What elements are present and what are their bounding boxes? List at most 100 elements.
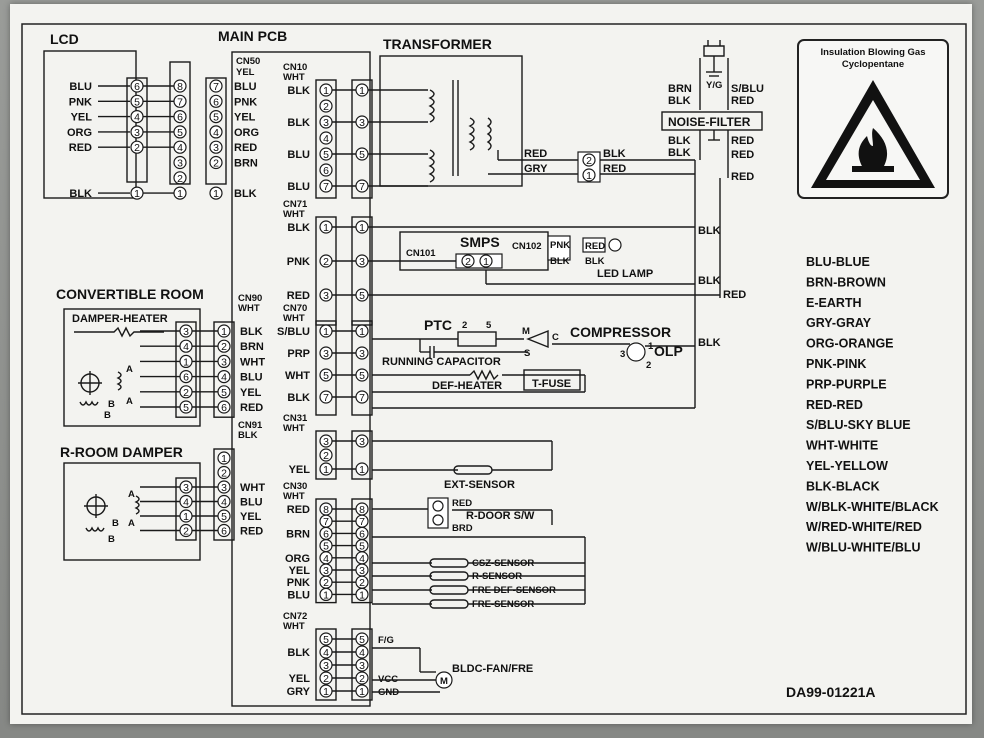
legend-item: GRY-GRAY <box>806 316 872 330</box>
color-legend: BLU-BLUEBRN-BROWNE-EARTHGRY-GRAYORG-ORAN… <box>806 255 939 555</box>
lcd-pcb-pin-number: 3 <box>213 142 219 154</box>
cn70-wire-label: BLK <box>287 392 310 404</box>
cn90-inner-pin-number: 1 <box>183 356 189 368</box>
lcd-pcb-pin <box>209 155 223 170</box>
lcd-pcb-pin-number: 4 <box>213 127 219 139</box>
cn90-pin-number: 1 <box>221 326 227 338</box>
cn90-wire-label: RED <box>240 402 263 414</box>
convertible-room-heading: CONVERTIBLE ROOM <box>56 286 204 302</box>
t-fuse-box <box>523 369 581 391</box>
cn90-pin-number: 6 <box>221 402 227 414</box>
cn30-wire-label: ORG <box>285 553 310 565</box>
olp-label: OLP <box>654 343 683 359</box>
cn91-pin-number: 6 <box>221 526 227 538</box>
def-heater-resistor <box>469 369 499 381</box>
lcd-mid-pin-number: 4 <box>177 142 183 154</box>
cn70-pin-number: 7 <box>323 392 329 404</box>
cn31-color: WHT <box>283 423 305 434</box>
cn70-label: CN70 <box>283 303 307 314</box>
cn30-out-pin-number: 7 <box>359 516 365 528</box>
lcd-pin-number: 2 <box>134 142 140 154</box>
cn72-pin-number: 1 <box>323 686 329 698</box>
cn50-label: CN50 <box>236 56 260 67</box>
cn30-pin-number: 8 <box>323 504 329 516</box>
cn30-color: WHT <box>283 491 305 502</box>
legend-item: W/BLU-WHITE/BLU <box>806 541 921 555</box>
cn72-wire-label: BLK <box>287 647 310 659</box>
lcd-wire-label: YEL <box>71 112 93 124</box>
door-brd: BRD <box>452 523 473 534</box>
cn10-pin-number: 6 <box>323 165 329 177</box>
cn30-pin-number: 5 <box>323 541 329 553</box>
cn72-out-pin-number: 3 <box>359 660 365 672</box>
cn90-label: CN90 <box>238 293 262 304</box>
compressor-block: PTC 2 5 M C S COMPRESSOR RUNNING CAPACIT… <box>372 317 721 371</box>
legend-item: BLK-BLACK <box>806 479 880 493</box>
pcb-wire-label: YEL <box>234 112 256 124</box>
smps-pin-2 <box>461 254 475 268</box>
cn10-label: CN10 <box>283 62 307 73</box>
cn10-pin-number: 2 <box>323 101 329 113</box>
transformer-coils <box>428 80 492 183</box>
ptc-label: PTC <box>424 317 452 333</box>
lcd-mid-pin-number: 6 <box>177 112 183 124</box>
smps-red: RED <box>585 241 605 252</box>
door-switch-contact-1 <box>432 500 444 512</box>
legend-item: ORG-ORANGE <box>806 337 894 351</box>
cn31-label: CN31 <box>283 413 308 424</box>
cn10-wire-label: BLK <box>287 117 310 129</box>
lcd-pcb-pin-number: 6 <box>213 96 219 108</box>
cn71-pin-number: 1 <box>323 222 329 234</box>
diagram-frame <box>21 23 967 715</box>
cn71-wire-label: RED <box>287 290 310 302</box>
cn90-wire-label: YEL <box>240 387 262 399</box>
legend-item: BLU-BLUE <box>806 255 870 269</box>
cn72-pin-number: 4 <box>323 647 329 659</box>
lcd-board <box>43 50 137 199</box>
cn91-inner-pin-number: 4 <box>183 497 189 509</box>
cn71-pin-number: 2 <box>323 256 329 268</box>
cn71-label: CN71 <box>283 199 308 210</box>
cn70-out-pin-number: 1 <box>359 326 365 338</box>
smps-title: SMPS <box>460 234 500 250</box>
ext-sensor-block: EXT-SENSOR <box>372 440 553 491</box>
sensor-label: FRE DEF-SENSOR <box>472 585 556 596</box>
smps-pin-1-number: 1 <box>483 256 489 268</box>
cn10-pin <box>319 131 333 145</box>
lcd-wire-label: PNK <box>69 96 92 108</box>
transformer-heading: TRANSFORMER <box>383 36 492 52</box>
def-heater-block: DEF-HEATER T-FUSE <box>372 369 586 393</box>
cn30-pin-number: 3 <box>323 565 329 577</box>
cn10-out-pin-number: 5 <box>359 149 365 161</box>
cn91-wire-label: WHT <box>240 482 265 494</box>
lcd-mid-pin-number: 1 <box>177 188 183 200</box>
cn71-color: WHT <box>283 209 305 220</box>
lcd-mid-pin-number: 7 <box>177 96 183 108</box>
flame-icon <box>858 128 888 168</box>
lcd-pcb-pin <box>209 79 223 93</box>
lcd-pin-number: 1 <box>134 188 140 200</box>
cn71-out-pin-number: 1 <box>359 222 365 234</box>
cn72-pin-number: 2 <box>323 673 329 685</box>
lcd-pin-number: 3 <box>134 127 140 139</box>
nf-bottom-left-1: BLK <box>668 135 691 147</box>
cn10-wire-label: BLU <box>287 149 310 161</box>
r-damper-b: B <box>112 518 119 529</box>
pcb-wire-label: ORG <box>234 127 259 139</box>
lcd-pcb-pin <box>209 125 223 139</box>
cn30-pin-number: 7 <box>323 516 329 528</box>
pcb-wire-label: BLU <box>234 81 257 93</box>
cn30-out-pin-number: 8 <box>359 504 365 516</box>
door-switch-contact-2 <box>432 514 444 526</box>
sensor-symbol <box>429 558 469 568</box>
cn70-out-pin-number: 3 <box>359 348 365 360</box>
r-room-damper-motor: A B A B <box>84 489 140 545</box>
cn30-pin-number: 4 <box>323 553 329 565</box>
bldc-motor-icon <box>435 671 453 689</box>
cn30-out-pin-number: 3 <box>359 565 365 577</box>
cn91-pin <box>217 465 231 480</box>
cn31-wire-label: YEL <box>289 464 311 476</box>
